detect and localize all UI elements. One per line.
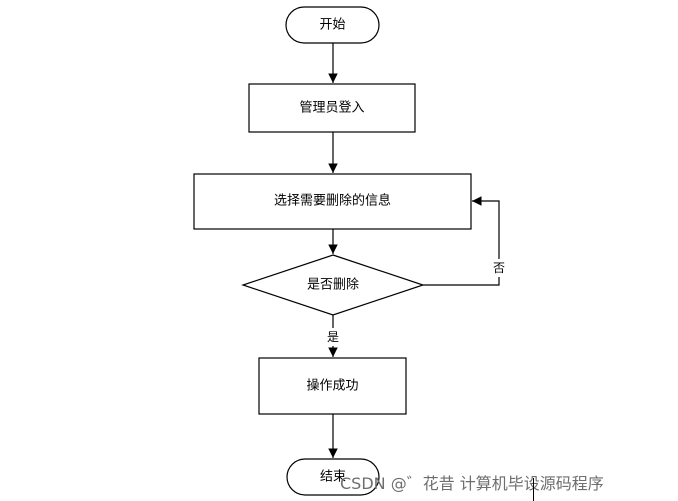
select-node: 选择需要删除的信息 [193,173,472,230]
decision-label: 是否删除 [307,278,359,293]
start-label: 开始 [319,18,345,33]
login-label: 管理员登入 [299,101,364,116]
edge-decision-no-loop [423,196,500,286]
select-label: 选择需要删除的信息 [274,193,391,209]
end-node: 结束 [286,458,380,496]
start-node: 开始 [285,6,380,44]
edge-no-label: 否 [493,261,505,275]
edge-yes-label: 是 [327,330,339,344]
login-node: 管理员登入 [248,83,416,133]
decision-node: 是否删除 [241,254,425,316]
edge-no-label-bg [491,259,507,277]
success-node: 操作成功 [258,357,407,415]
edge-yes-label-bg [325,328,341,346]
success-label: 操作成功 [306,378,358,394]
text-cursor [533,478,534,501]
watermark-text: CSDN @゛花昔 计算机毕设源码程序 [340,474,604,493]
end-label: 结束 [320,470,346,485]
